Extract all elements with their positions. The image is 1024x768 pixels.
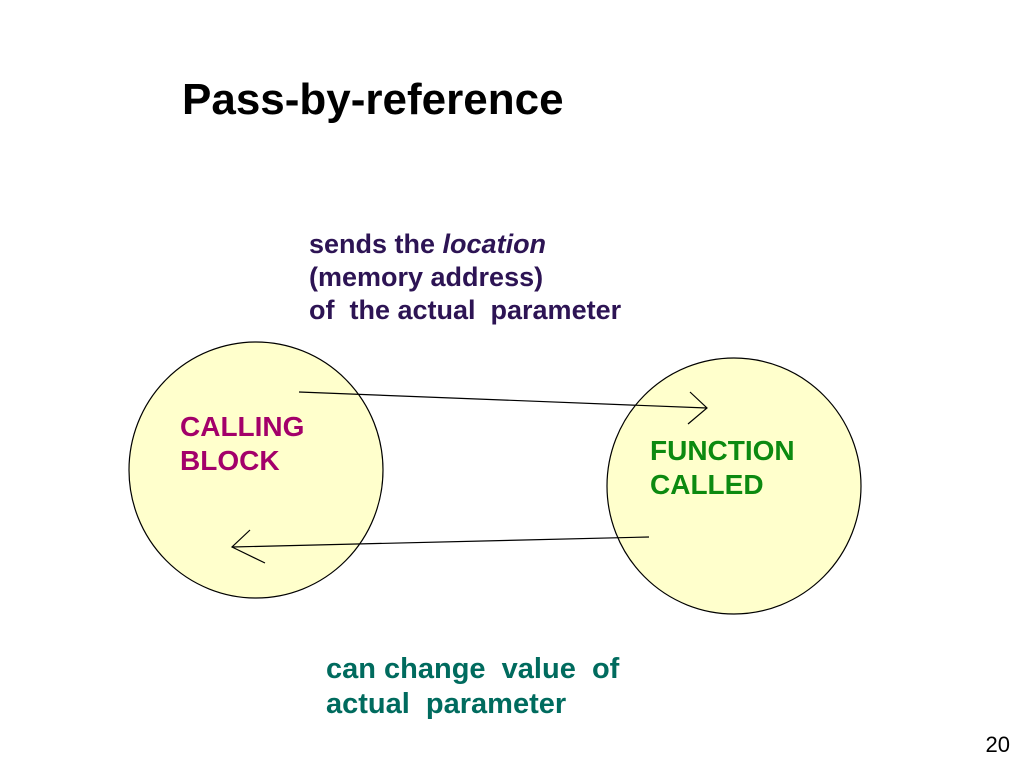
annotation-location-word: location	[442, 229, 547, 259]
sends-location-annotation: sends the location (memory address) of t…	[309, 228, 621, 327]
change-value-line2: actual parameter	[326, 687, 567, 720]
send-location-arrow	[298, 391, 708, 425]
slide-title: Pass-by-reference	[182, 75, 564, 124]
calling-block-label: CALLING BLOCK	[180, 410, 304, 478]
calling-block-line1: CALLING	[180, 411, 305, 442]
function-called-line2: CALLED	[650, 469, 764, 501]
function-called-circle	[606, 357, 862, 615]
page-number: 20	[985, 732, 1010, 757]
change-value-annotation: can change value of actual parameter	[326, 652, 619, 722]
calling-block-circle	[128, 341, 384, 599]
function-called-line1: FUNCTION	[650, 435, 795, 466]
change-value-line1: can change value of	[326, 653, 620, 685]
annotation-actual-parameter: of the actual parameter	[309, 294, 622, 325]
calling-block-line2: BLOCK	[180, 445, 280, 477]
return-change-arrow	[230, 529, 650, 564]
annotation-prefix: sends the	[309, 229, 443, 259]
function-called-label: FUNCTION CALLED	[650, 434, 795, 502]
annotation-memory-address: (memory address)	[309, 261, 544, 292]
